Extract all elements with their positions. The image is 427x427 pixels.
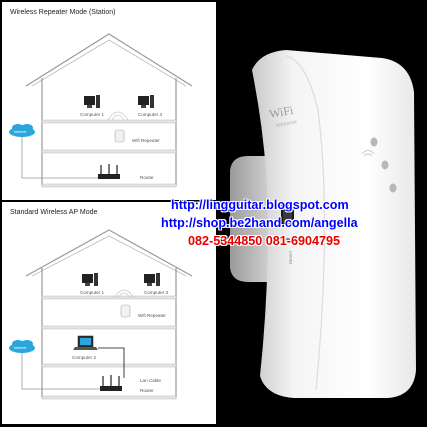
ap-mode-illustration: Computer 1 Computer 3 Wifi Repeater [9,229,193,400]
lan-cable-label: Lan Cable [140,378,161,383]
repeater-mode-title: Wireless Repeater Mode (Station) [10,9,116,16]
computer-3-label: Computer 3 [138,112,162,117]
floor-slab [41,325,177,330]
reset-button[interactable] [286,238,290,242]
house-roof-inner [31,235,187,277]
internet-cable [21,137,98,179]
ap-mode-title: Standard Wireless AP Mode [10,209,98,216]
reset-label: RESET [288,250,293,264]
floor-slab [41,119,177,124]
wifi-repeater-label: Wifi Repeater [132,138,160,143]
computer-1-icon [84,95,100,108]
computer-2-label: Computer 2 [72,355,96,360]
computer-1-label: Computer 1 [80,290,104,295]
router-label: Router [140,175,154,180]
internet-label: Internet [14,346,26,350]
promo-blog-url[interactable]: http://lingguitar.blogspot.com [171,198,349,212]
computer-2-icon [73,335,98,350]
internet-label: Internet [14,130,26,134]
wifi-symbol-icon [361,150,375,157]
house-roof-inner [31,39,187,87]
wifi-repeater-label: Wifi Repeater [138,313,166,318]
floor-slab [41,363,177,368]
internet-cable [21,353,100,390]
promo-phone-numbers: 082-5344850 081-6904795 [188,234,340,248]
house-roof [25,33,193,87]
wifi-repeater-icon [120,304,131,318]
wifi-repeater-device: WiFi REPEATER RESET [230,50,416,398]
house-roof [25,229,193,277]
router-icon [100,375,122,391]
promo-shop-url[interactable]: http://shop.be2hand.com/angella [161,216,358,230]
status-led-icon [389,183,397,193]
wifi-logo: WiFi [268,103,295,121]
floor-slab [41,395,177,400]
computer-3-icon [144,273,160,286]
status-led-icon [370,137,378,147]
status-led-icon [381,160,389,170]
computer-1-label: Computer 1 [80,112,104,117]
computer-3-icon [138,95,154,108]
computer-1-icon [82,273,98,286]
repeater-body [252,50,416,398]
floor-slab [41,149,177,154]
router-icon [98,164,120,179]
lan-cable-line [98,347,125,378]
plug-block [230,156,274,282]
ap-mode-diagram: Standard Wireless AP Mode Computer 1 [2,202,216,424]
computer-3-label: Computer 3 [144,290,168,295]
repeater-mode-illustration: Computer 1 Computer 3 Wifi Repeater [9,33,193,188]
wifi-waves-icon [113,289,135,299]
ethernet-port-inner [283,207,292,223]
wifi-waves-icon [107,111,129,121]
repeater-mode-diagram: Wireless Repeater Mode (Station) Compute… [2,2,216,200]
wifi-repeater-icon [114,129,125,143]
body-edge [285,55,326,391]
internet-cloud-icon [9,124,35,137]
repeater-sublogo: REPEATER [275,119,297,128]
floor-slab [41,183,177,188]
router-label: Router [140,388,154,393]
floor-slab [41,295,177,300]
internet-cloud-icon [9,340,35,353]
